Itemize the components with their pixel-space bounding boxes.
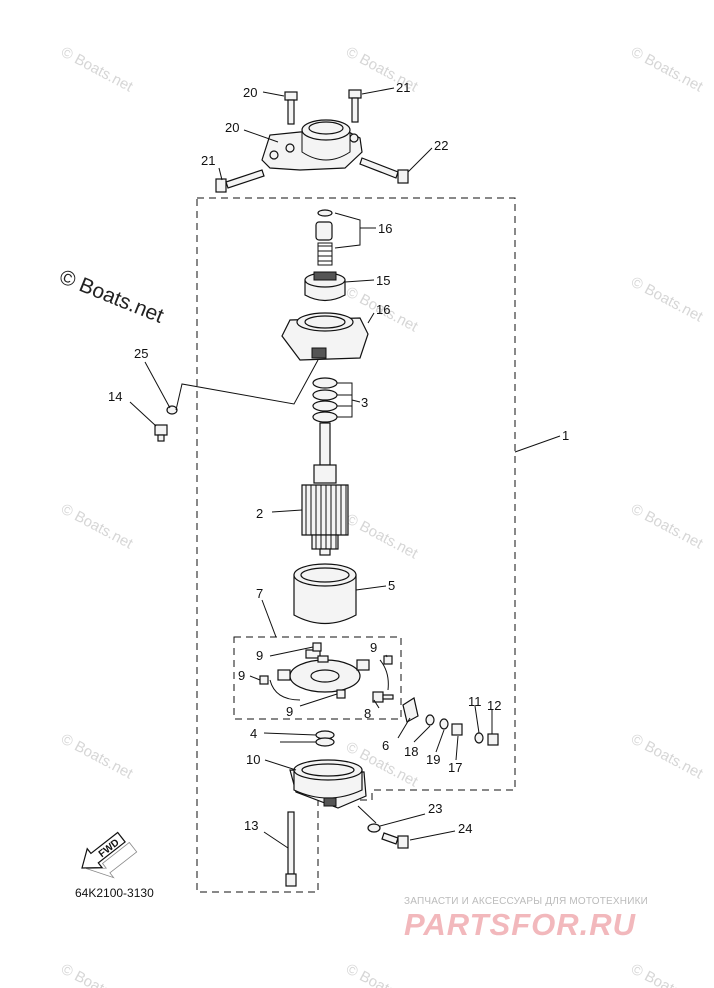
callout-9: 9 bbox=[370, 640, 377, 655]
callout-9: 9 bbox=[238, 668, 245, 683]
shim-set-part[interactable] bbox=[312, 377, 338, 423]
nut-part[interactable] bbox=[451, 723, 463, 736]
bolt-part[interactable] bbox=[359, 157, 409, 184]
watermark-large: © Boats.net bbox=[56, 265, 167, 328]
callout-8: 8 bbox=[364, 706, 371, 721]
watermarks: © Boats.net © Boats.net © Boats.net © Bo… bbox=[58, 44, 706, 988]
callout-11: 15 bbox=[376, 273, 390, 288]
through-bolt-part[interactable] bbox=[285, 811, 297, 887]
callout-25: 25 bbox=[134, 346, 148, 361]
callout-21: 22 bbox=[434, 138, 448, 153]
watermark: © Boats.net bbox=[628, 731, 706, 783]
callout-2: 2 bbox=[256, 506, 263, 521]
screw-part[interactable] bbox=[336, 689, 346, 699]
leader-lines bbox=[129, 87, 561, 849]
callout-20: 20 bbox=[243, 85, 257, 100]
callout-24: 14 bbox=[108, 389, 122, 404]
nut-part[interactable] bbox=[487, 733, 499, 746]
watermark: © Boats.net bbox=[343, 511, 421, 563]
front-bracket-part[interactable] bbox=[281, 312, 369, 361]
yoke-part[interactable] bbox=[293, 563, 357, 624]
watermark: © Boats.net bbox=[58, 961, 136, 988]
watermark: © Boats.net bbox=[628, 44, 706, 96]
shop-tagline: ЗАПЧАСТИ И АКСЕССУАРЫ ДЛЯ МОТОТЕХНИКИ bbox=[404, 896, 648, 907]
washer-part[interactable] bbox=[474, 732, 484, 744]
callout-labels: 20 21 20 21 22 16 15 16 3 1 2 5 7 9 9 9 … bbox=[108, 80, 569, 836]
watermark: © Boats.net bbox=[343, 961, 421, 988]
callout-10: 10 bbox=[246, 752, 260, 767]
callout-20: 21 bbox=[396, 80, 410, 95]
pinion-spring-part[interactable] bbox=[315, 209, 333, 266]
washer-part[interactable] bbox=[439, 718, 449, 730]
washer-part[interactable] bbox=[425, 714, 435, 726]
callout-7: 7 bbox=[256, 586, 263, 601]
bolt-part[interactable] bbox=[154, 424, 168, 442]
brush-holder-outline bbox=[233, 636, 402, 720]
callout-12: 16 bbox=[378, 221, 392, 236]
watermark: © Boats.net bbox=[628, 274, 706, 326]
watermark: © Boats.net bbox=[58, 44, 136, 96]
callout-4: 4 bbox=[250, 726, 257, 741]
armature-part[interactable] bbox=[301, 422, 349, 556]
callout-22: 24 bbox=[458, 821, 472, 836]
terminal-plate-part[interactable] bbox=[402, 697, 419, 723]
watermark: © Boats.net bbox=[58, 731, 136, 783]
callout-13: 16 bbox=[376, 302, 390, 317]
watermark: © Boats.net bbox=[628, 961, 706, 988]
callout-19: 20 bbox=[225, 120, 239, 135]
forward-arrow-icon: FWD bbox=[81, 831, 138, 879]
callout-17: 17 bbox=[448, 760, 462, 775]
callout-23: 23 bbox=[428, 801, 442, 816]
callout-6: 6 bbox=[382, 738, 389, 753]
watermark: © Boats.net bbox=[628, 501, 706, 553]
watermark: © Boats.net bbox=[58, 501, 136, 553]
washer-part[interactable] bbox=[367, 823, 381, 833]
washer-part[interactable] bbox=[315, 730, 335, 747]
callout-16: 19 bbox=[426, 752, 440, 767]
pinion-gear-part[interactable] bbox=[304, 271, 346, 302]
screw-part[interactable] bbox=[312, 642, 322, 652]
callout-1: 1 bbox=[562, 428, 569, 443]
callout-16: 11 bbox=[468, 694, 482, 709]
callout-14: 13 bbox=[244, 818, 258, 833]
shop-logo: PARTSFOR.RU bbox=[404, 907, 637, 942]
callout-9: 9 bbox=[256, 648, 263, 663]
callout-9: 9 bbox=[286, 704, 293, 719]
rear-bracket-part[interactable] bbox=[289, 759, 367, 809]
diagram-code: 64K2100-3130 bbox=[75, 886, 154, 900]
bolt-part[interactable] bbox=[284, 91, 298, 125]
callout-18: 12 bbox=[487, 698, 501, 713]
end-cover-part[interactable] bbox=[261, 119, 363, 171]
bolt-part[interactable] bbox=[348, 89, 362, 123]
brush-holder-part[interactable] bbox=[269, 649, 389, 701]
assembly-outline bbox=[196, 197, 516, 893]
screw-part[interactable] bbox=[383, 655, 393, 665]
callout-3: 3 bbox=[361, 395, 368, 410]
callout-5: 5 bbox=[388, 578, 395, 593]
callout-15: 18 bbox=[404, 744, 418, 759]
bolt-part[interactable] bbox=[215, 169, 265, 193]
terminal-bolt-part[interactable] bbox=[372, 691, 394, 703]
washer-part[interactable] bbox=[166, 405, 178, 415]
screw-part[interactable] bbox=[259, 675, 269, 685]
callout-21: 21 bbox=[201, 153, 215, 168]
bolt-part[interactable] bbox=[381, 832, 409, 849]
